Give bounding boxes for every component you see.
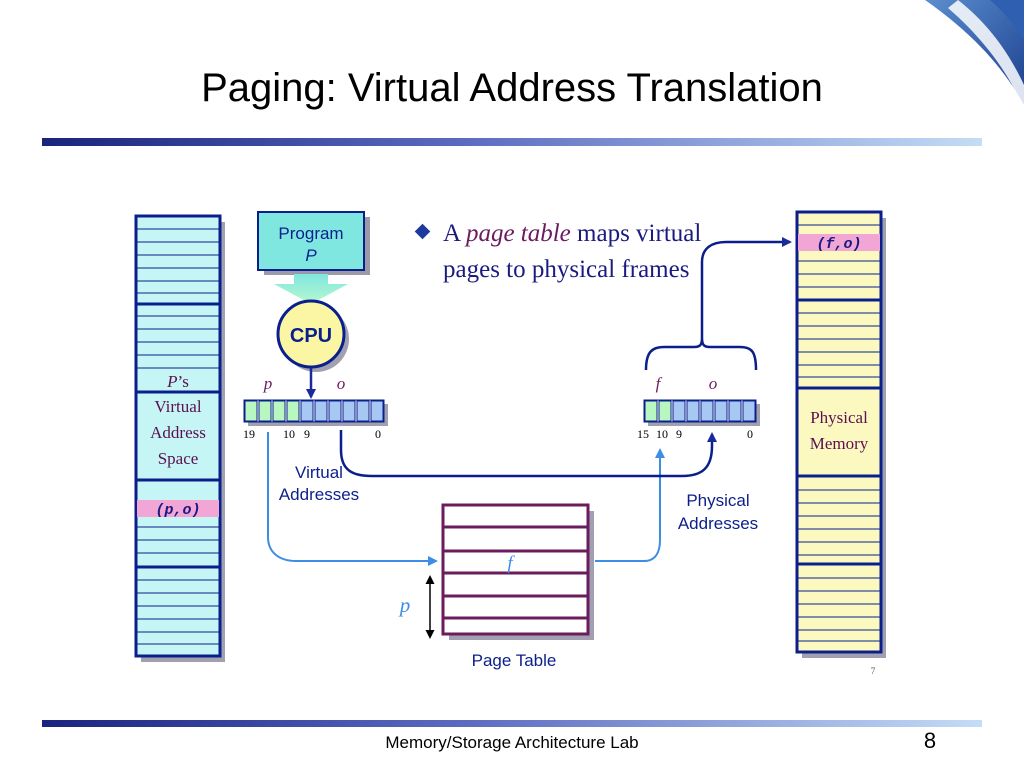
program-to-cpu-arrow [274,274,348,304]
bullet-suffix: maps virtual pages to physical frames [443,220,702,283]
virtual-page-to-page-table-arrow [267,432,438,566]
physical-memory [795,210,886,658]
physical-field-o: o [709,374,718,393]
bullet-prefix: A [443,220,466,247]
footer-rule [42,720,982,727]
physical-address-register [643,399,760,426]
virtual-bit-9: 9 [304,427,310,441]
virtual-bit-10: 10 [283,427,295,441]
page-number: 8 [923,728,937,753]
virtual-address-space [134,214,225,662]
physical-memory-label-line2: Memory [810,434,869,453]
physical-memory-label-line1: Physical [810,408,868,427]
brace-to-memory-arrow [700,237,792,338]
physical-addresses-label-line1: Physical [686,491,749,510]
physical-addresses-label-line2: Addresses [678,514,758,533]
virtual-field-o: o [337,374,346,393]
virtual-address-register [243,399,388,426]
virtual-space-label-line1: P’s [166,372,189,391]
footer-lab-name: Memory/Storage Architecture Lab [385,733,639,752]
virtual-bit-19: 19 [243,427,255,441]
page-table-to-frame-arrow [595,448,665,562]
program-box [257,211,370,275]
virtual-space-label-line3: Address [150,423,206,442]
physical-bit-15: 15 [637,427,649,441]
physical-bit-10: 10 [656,427,668,441]
virtual-addresses-label-line1: Virtual [295,463,343,482]
bullet-text: A page table maps virtual pages to physi… [443,216,703,288]
offset-copy-arrow [339,430,717,478]
slide-title: Paging: Virtual Address Translation [201,66,823,110]
page-table [441,503,594,640]
figure-page-number: 7 [871,666,876,676]
header-rule [42,138,982,146]
program-label-line2: P [305,246,317,265]
program-label-line1: Program [278,224,343,243]
physical-memory-entry: (f,o) [816,236,861,253]
physical-bit-9: 9 [676,427,682,441]
corner-decoration [925,0,1024,110]
physical-bit-0: 0 [747,427,753,441]
physical-field-f: f [656,374,663,393]
cpu-circle [276,299,346,369]
page-table-entry-f: f [507,553,515,574]
virtual-space-label-line4: Space [158,449,199,468]
virtual-bit-0: 0 [375,427,381,441]
bullet-emphasis: page table [465,220,571,247]
virtual-space-entry: (p,o) [155,502,200,519]
cpu-label: CPU [290,325,332,347]
virtual-field-p: p [263,374,273,393]
physical-address-brace [644,337,758,371]
virtual-addresses-label-line2: Addresses [279,485,359,504]
virtual-space-label-line2: Virtual [154,397,201,416]
page-table-label: Page Table [472,651,557,670]
page-table-index-p: p [398,593,411,617]
